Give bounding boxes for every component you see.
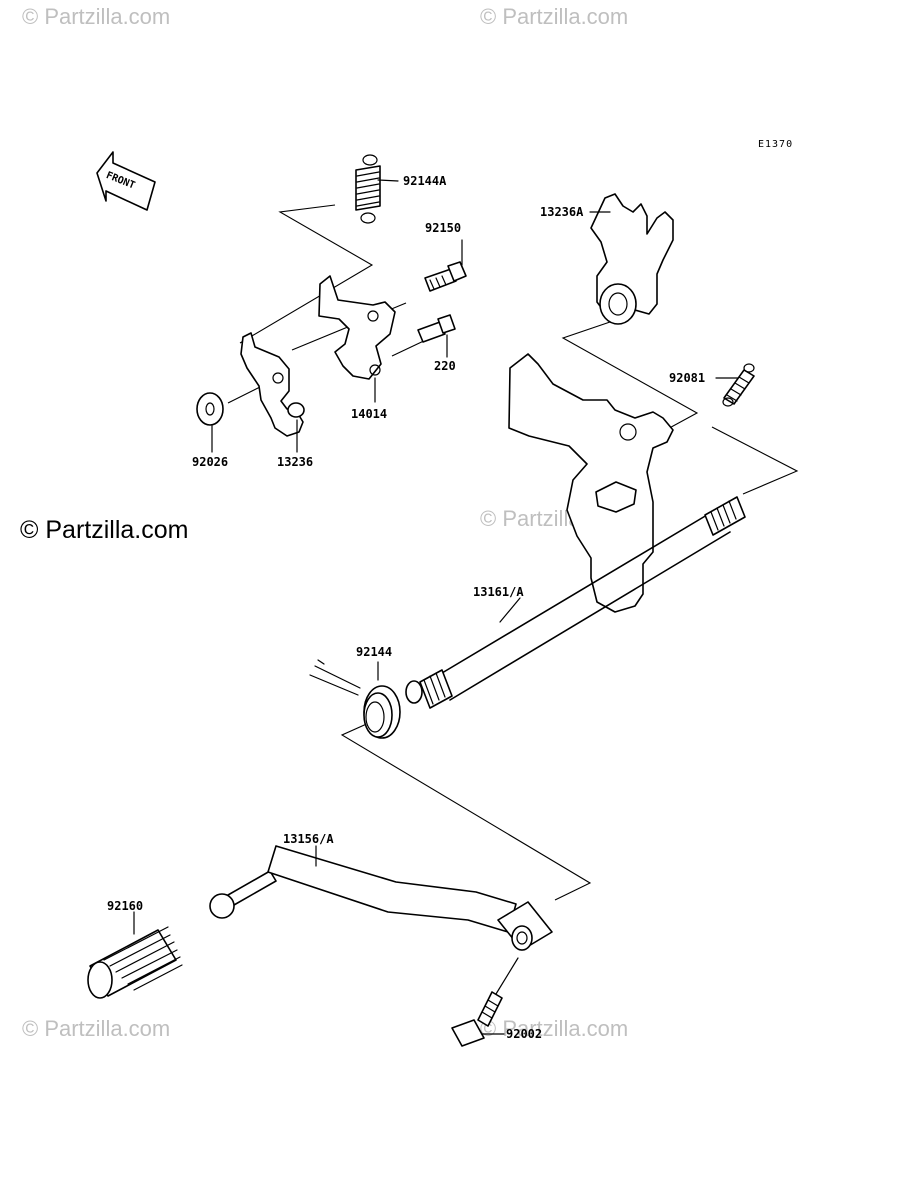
- watermark-main: © Partzilla.com: [20, 516, 188, 544]
- label-13161A: 13161/A: [473, 585, 524, 599]
- label-92002: 92002: [506, 1027, 542, 1041]
- shift-pedal-13156A: [209, 845, 553, 951]
- watermark-bottom-left: © Partzilla.com: [22, 1016, 170, 1041]
- spring-92144A: [355, 154, 399, 224]
- diagram-code: E1370: [758, 139, 793, 150]
- label-92160: 92160: [107, 899, 143, 913]
- label-220: 220: [434, 359, 456, 373]
- shift-shaft-13161A: [405, 353, 746, 709]
- lever-14014: [318, 275, 396, 403]
- bolt-92150: [424, 239, 467, 292]
- cam-13236A: [589, 193, 674, 325]
- pedal-rubber-92160: [87, 911, 183, 999]
- front-arrow-icon: FRONT: [96, 151, 156, 211]
- label-92144A: 92144A: [403, 174, 447, 188]
- spring-92144: [309, 659, 401, 739]
- label-14014: 14014: [351, 407, 387, 421]
- label-13236A: 13236A: [540, 205, 584, 219]
- bolt-220: [417, 314, 456, 358]
- label-13236: 13236: [277, 455, 313, 469]
- label-92144: 92144: [356, 645, 392, 659]
- watermark-top-right: © Partzilla.com: [480, 4, 628, 29]
- watermark-top-left: © Partzilla.com: [22, 4, 170, 29]
- washer-92026: [196, 392, 224, 453]
- label-92150: 92150: [425, 221, 461, 235]
- plate-13236: [240, 332, 305, 453]
- guide-lines: [227, 204, 799, 901]
- bolt-92002: [451, 957, 519, 1047]
- watermark-bottom-right: © Partzilla.com: [480, 1016, 628, 1041]
- label-92026: 92026: [192, 455, 228, 469]
- spring-92081: [715, 363, 755, 407]
- label-92081: 92081: [669, 371, 705, 385]
- label-13156A: 13156/A: [283, 832, 334, 846]
